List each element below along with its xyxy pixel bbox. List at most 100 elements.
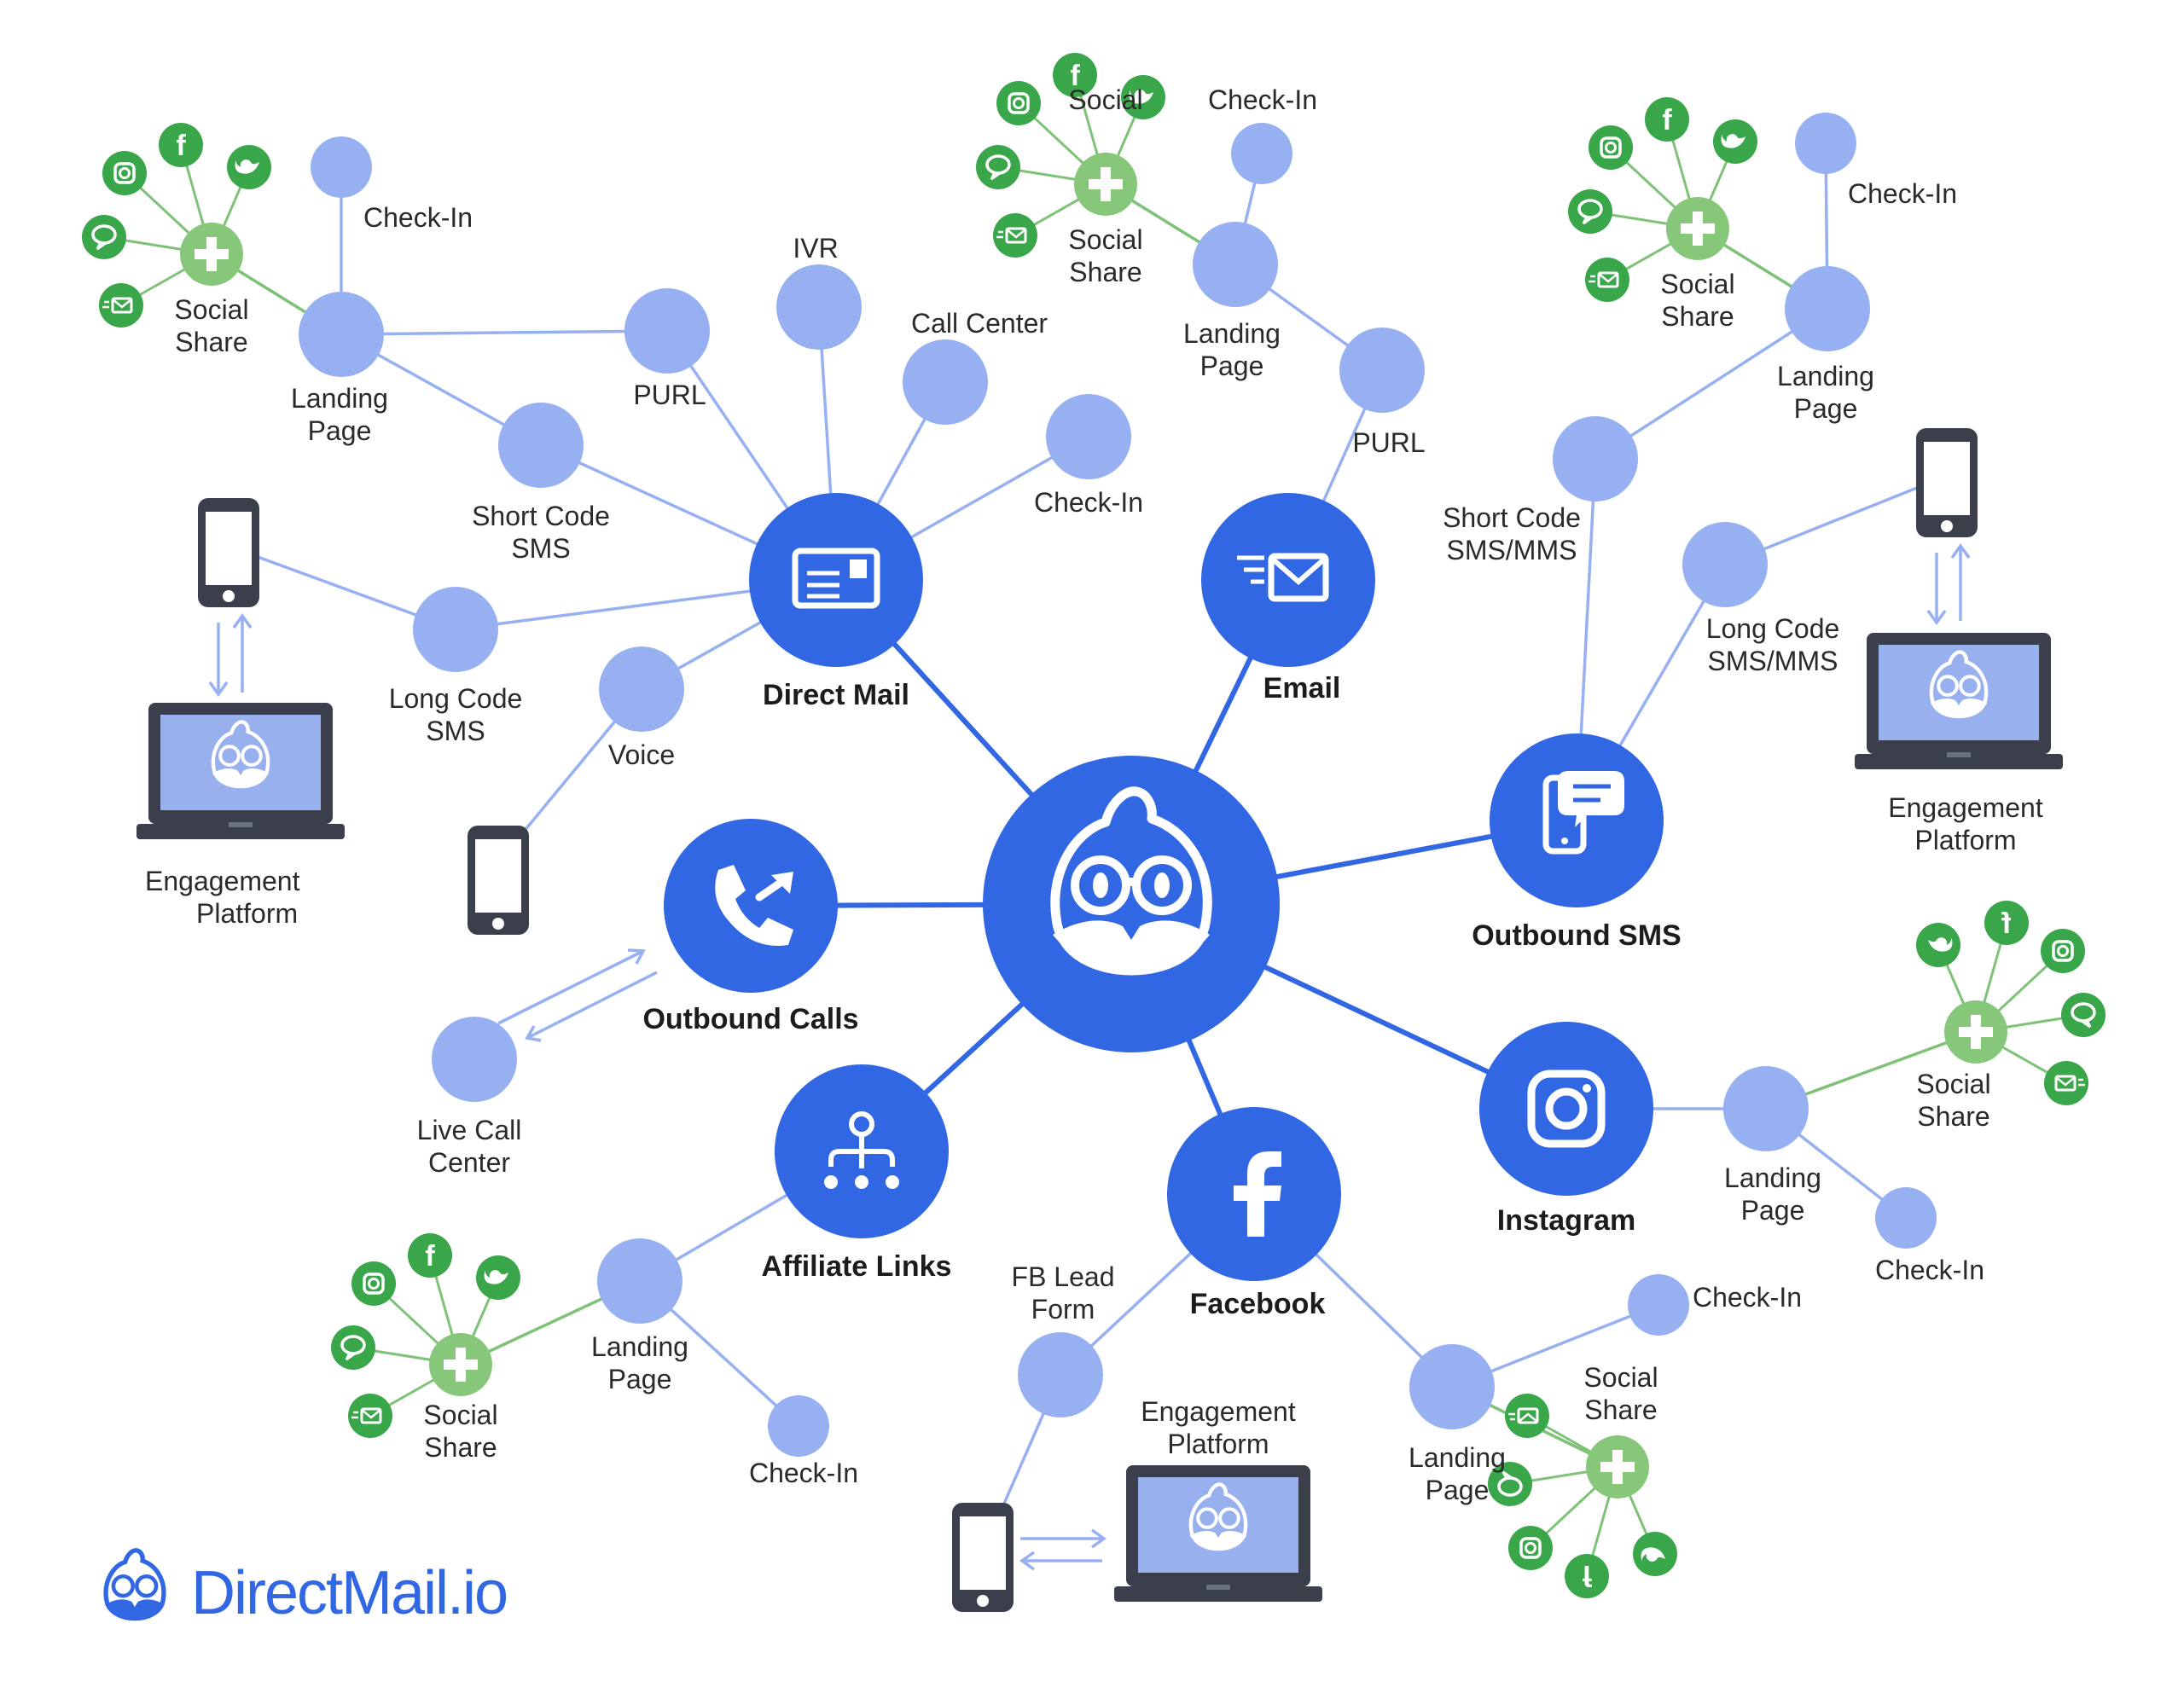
check-in-node-email[interactable]: [1231, 123, 1292, 184]
outbound-sms-node[interactable]: [1490, 733, 1664, 907]
long-code-label-2: SMS/MMS: [1708, 646, 1838, 676]
short-code-mms-node[interactable]: [1553, 416, 1638, 501]
fb-lead-label-2: Form: [1031, 1294, 1095, 1325]
engagement-label-1: Engagement: [145, 866, 300, 896]
long-code-sms-node[interactable]: [413, 587, 498, 672]
landing-label-2: Page: [608, 1364, 672, 1394]
facebook-label: Facebook: [1190, 1288, 1326, 1320]
instagram-node[interactable]: [1479, 1022, 1653, 1196]
live-call-label-2: Center: [428, 1147, 510, 1178]
instagram-icon: [1527, 1070, 1606, 1148]
landing-page-node-affiliate[interactable]: [597, 1238, 682, 1324]
landing-label-1: Landing: [1183, 318, 1281, 349]
social-label-1: Social: [1068, 84, 1142, 115]
fb-lead-label-1: FB Lead: [1012, 1261, 1115, 1292]
brand-logo[interactable]: DirectMail.io: [103, 1548, 508, 1627]
check-in-label: Check-In: [1848, 178, 1957, 209]
affiliate-links-node[interactable]: [775, 1064, 949, 1238]
social-label-1: Social: [423, 1400, 497, 1430]
landing-page-node-facebook[interactable]: [1409, 1344, 1495, 1429]
facebook-node[interactable]: [1167, 1107, 1341, 1281]
check-in-label: Check-In: [1034, 487, 1143, 518]
smartphone-icon: [468, 826, 529, 935]
landing-label-1: Landing: [1724, 1162, 1821, 1193]
purl-node-email[interactable]: [1339, 328, 1425, 413]
phone-chat-icon: [1542, 771, 1624, 855]
laptop-icon: [136, 703, 345, 839]
engagement-label-2: Platform: [1167, 1429, 1269, 1459]
check-in-label: Check-In: [1693, 1282, 1802, 1313]
purl-label: PURL: [633, 380, 706, 410]
landing-page-node-email[interactable]: [1193, 222, 1278, 307]
instagram-label: Instagram: [1497, 1204, 1636, 1237]
landing-label-1: Landing: [1777, 361, 1874, 391]
check-in-node-affiliate[interactable]: [768, 1395, 829, 1457]
landing-label-1: Landing: [291, 383, 388, 414]
landing-label-2: Page: [1794, 393, 1858, 424]
short-code-label-2: SMS/MMS: [1447, 535, 1577, 565]
social-label-2: Share: [1069, 257, 1141, 287]
live-call-arrows: [497, 948, 658, 1042]
email-node[interactable]: [1201, 493, 1375, 667]
short-code-label-1: Short Code: [1443, 502, 1581, 533]
network-tree-icon: [824, 1111, 899, 1189]
check-in-node-facebook[interactable]: [1628, 1274, 1689, 1336]
short-code-label-2: SMS: [511, 533, 570, 564]
landing-label-1: Landing: [591, 1331, 688, 1362]
direct-mail-node[interactable]: [749, 493, 923, 667]
social-label-1: Social: [1916, 1069, 1990, 1099]
ivr-node[interactable]: [776, 264, 862, 350]
sync-arrows-bottom: [1019, 1528, 1107, 1571]
fb-lead-form-node[interactable]: [1018, 1332, 1103, 1417]
owl-logo-icon: [103, 1548, 166, 1621]
short-code-label-1: Short Code: [472, 501, 610, 531]
voice-node[interactable]: [599, 646, 684, 732]
check-in-label: Check-In: [363, 202, 473, 233]
live-call-center-node[interactable]: [432, 1017, 517, 1102]
sync-arrows-right: [1926, 542, 1971, 626]
landing-page-node-instagram[interactable]: [1723, 1066, 1809, 1151]
landing-label-2: Page: [1200, 351, 1264, 381]
landing-page-node-topleft[interactable]: [299, 292, 384, 377]
engagement-label-2: Platform: [1914, 825, 2016, 855]
check-in-label: Check-In: [749, 1458, 858, 1488]
node-labels: IVR Call Center Check-In PURL Short Code…: [145, 84, 2043, 1505]
hub-node[interactable]: [983, 756, 1280, 1052]
call-center-node[interactable]: [903, 339, 988, 425]
landing-label-2: Page: [1426, 1475, 1490, 1505]
social-label-2: Share: [1917, 1101, 1989, 1132]
purl-label: PURL: [1352, 427, 1425, 458]
secondary-nodes: [299, 113, 1937, 1457]
check-in-node-sms[interactable]: [1795, 113, 1856, 174]
short-code-sms-node[interactable]: [498, 403, 584, 488]
landing-label-2: Page: [1741, 1195, 1805, 1226]
ivr-label: IVR: [793, 233, 838, 264]
purl-node-dm[interactable]: [624, 288, 710, 374]
check-in-label: Check-In: [1208, 84, 1317, 115]
check-in-node-instagram[interactable]: [1875, 1187, 1937, 1249]
sync-arrows-left: [208, 612, 253, 698]
long-code-label-1: Long Code: [389, 683, 523, 714]
check-in-label: Check-In: [1875, 1255, 1984, 1285]
check-in-node-topleft[interactable]: [311, 136, 372, 198]
brand-logo-text: DirectMail.io: [191, 1559, 507, 1627]
check-in-node-dm[interactable]: [1046, 394, 1131, 479]
live-call-label-1: Live Call: [417, 1115, 522, 1145]
affiliate-links-label: Affiliate Links: [762, 1250, 952, 1283]
social-label-2: Share: [1584, 1394, 1657, 1425]
outbound-sms-label: Outbound SMS: [1472, 919, 1682, 952]
fast-envelope-icon: [1237, 553, 1329, 602]
call-center-label: Call Center: [911, 308, 1048, 339]
outbound-calls-label: Outbound Calls: [642, 1003, 858, 1035]
landing-page-node-sms[interactable]: [1785, 266, 1870, 351]
long-code-mms-node[interactable]: [1682, 522, 1768, 607]
outbound-calls-node[interactable]: [664, 819, 838, 993]
smartphone-icon: [198, 498, 259, 607]
long-code-label-2: SMS: [426, 716, 485, 746]
smartphone-icon: [952, 1503, 1014, 1612]
social-label-2: Share: [424, 1432, 497, 1463]
email-label: Email: [1263, 672, 1341, 704]
social-label-1: Social: [1068, 224, 1142, 255]
social-label-1: Social: [1583, 1362, 1658, 1393]
